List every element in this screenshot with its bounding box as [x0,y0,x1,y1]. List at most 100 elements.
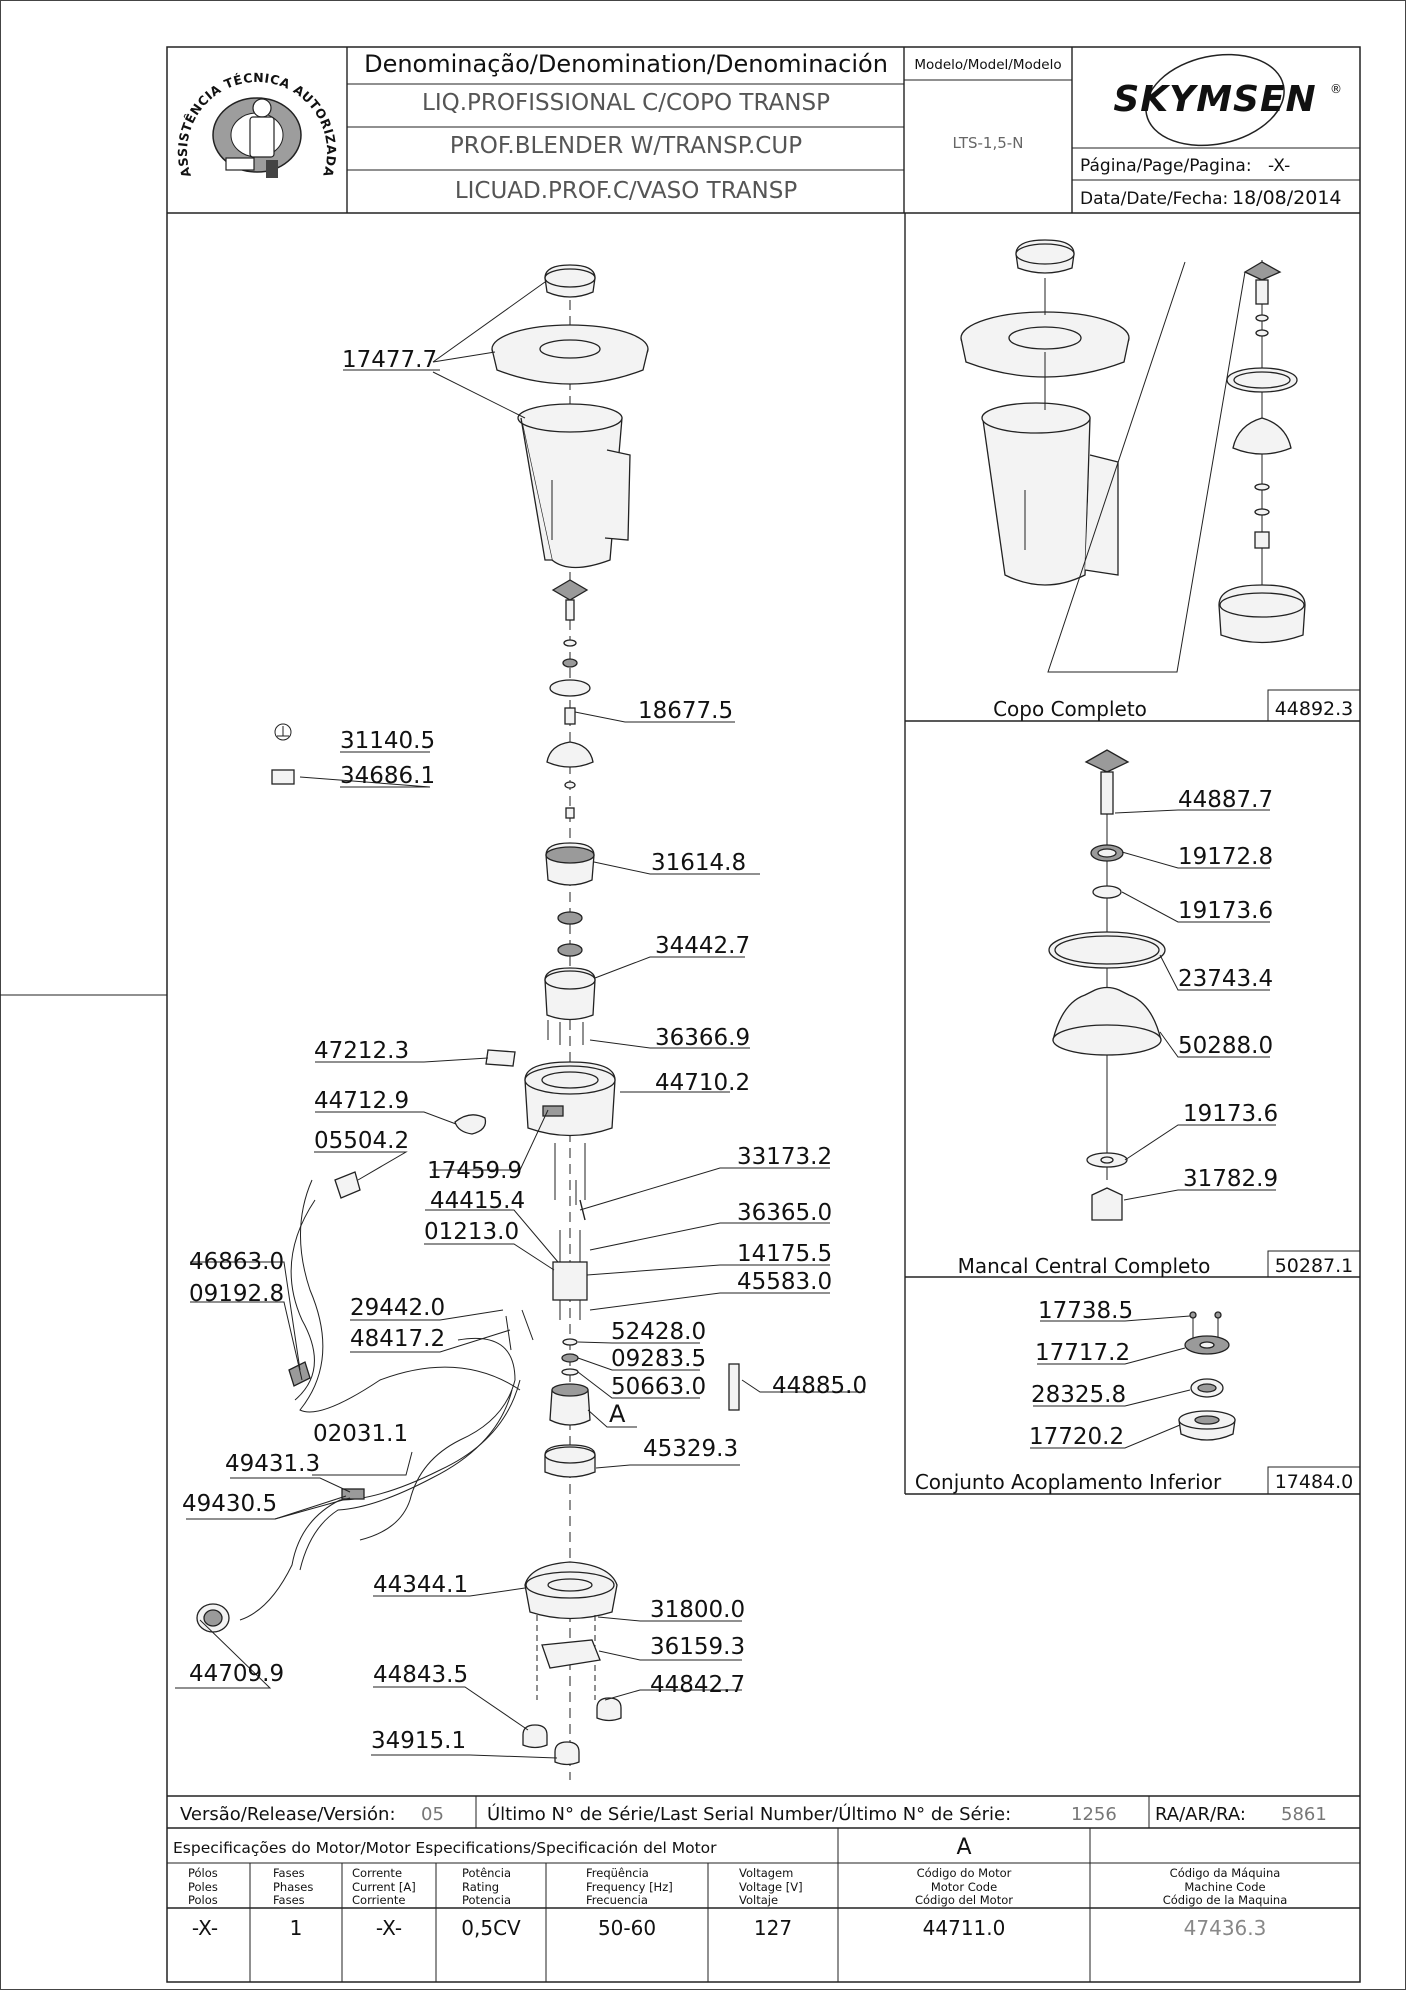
part-label: 48417.2 [350,1326,445,1352]
spec-header: Motor Code [931,1880,997,1894]
model-value: LTS-1,5-N [953,134,1024,152]
part-label: 52428.0 [611,1319,706,1345]
brand-name: SKYMSEN [1113,79,1316,120]
mancal-central-drawing [1048,749,1166,1221]
conjunto-part-label: 17720.2 [1029,1424,1124,1450]
spec-header: Potencia [462,1893,511,1907]
spec-header: Current [A] [352,1880,416,1894]
copo-title: Copo Completo [993,697,1147,721]
part-label: 36159.3 [650,1634,745,1660]
copo-code: 44892.3 [1275,698,1354,720]
part-label: 36365.0 [737,1200,832,1226]
spec-header: Código de la Maquina [1163,1893,1288,1907]
mancal-part-label: 19173.6 [1178,898,1273,924]
conjunto-part-label: 17738.5 [1038,1298,1133,1324]
part-label: 17459.9 [427,1158,522,1184]
part-label: 18677.5 [638,698,733,724]
part-label: 44709.9 [189,1661,284,1687]
motor-spec-table: Especificações do Motor/Motor Especifica… [167,1828,1360,1982]
spec-header: Poles [188,1880,218,1894]
brand-logo: SKYMSEN ® [1113,53,1342,147]
part-label: 44843.5 [373,1662,468,1688]
part-label: 44842.7 [650,1672,745,1698]
ra-label: RA/AR/RA: [1155,1804,1246,1825]
spec-header: Código do Motor [917,1866,1012,1880]
spec-header: Rating [462,1880,499,1894]
part-label: 33173.2 [737,1144,832,1170]
brand-registered-mark: ® [1330,82,1342,96]
mancal-part-label: 50288.0 [1178,1033,1273,1059]
spec-header: Freqüência [586,1866,649,1880]
spec-header: Código da Máquina [1170,1866,1281,1880]
part-label: 09192.8 [189,1281,284,1307]
denomination-title: Denominação/Denomination/Denominación [364,50,888,78]
spec-header: Código del Motor [915,1893,1013,1907]
part-label: 45329.3 [643,1436,738,1462]
main-exploded-drawing [196,264,740,1780]
spec-value: -X- [376,1916,402,1940]
spec-value: 1 [290,1916,303,1940]
date-label: Data/Date/Fecha: [1080,189,1228,209]
authorized-service-seal: ASSISTÊNCIA TÉCNICA AUTORIZADA [175,70,339,179]
spec-header: Polos [188,1893,218,1907]
serial-value: 1256 [1071,1804,1117,1825]
part-label: 01213.0 [424,1219,519,1245]
mancal-title: Mancal Central Completo [958,1254,1211,1278]
motor-spec-title: Especificações do Motor/Motor Especifica… [173,1839,717,1857]
part-label: 47212.3 [314,1038,409,1064]
part-label: 44712.9 [314,1088,409,1114]
part-label: 34915.1 [371,1728,466,1754]
conjunto-title: Conjunto Acoplamento Inferior [915,1470,1222,1494]
part-label: 02031.1 [313,1421,408,1447]
mancal-part-label: 19172.8 [1178,844,1273,870]
part-label: 46863.0 [189,1249,284,1275]
spec-header: Corriente [352,1893,405,1907]
version-value: 05 [421,1804,444,1825]
part-label: 49431.3 [225,1451,320,1477]
main-callout-lines [175,281,865,1759]
release-row: Versão/Release/Versión: 05 Último N° de … [167,1795,1360,1829]
part-label: 29442.0 [350,1295,445,1321]
spec-header: Frecuencia [586,1893,648,1907]
spec-header: Frequency [Hz] [586,1880,673,1894]
part-label: 34686.1 [340,763,435,789]
date-value: 18/08/2014 [1232,187,1342,209]
drawing-frame [166,46,1361,1983]
part-label: 34442.7 [655,933,750,959]
part-label: 05504.2 [314,1128,409,1154]
spec-header: Fases [273,1893,305,1907]
spec-header: Machine Code [1184,1880,1265,1894]
part-label: 14175.5 [737,1241,832,1267]
version-label: Versão/Release/Versión: [180,1804,396,1825]
part-label: 36366.9 [655,1025,750,1051]
conjunto-code: 17484.0 [1275,1471,1354,1493]
machine-code-value: 47436.3 [1184,1916,1267,1940]
mancal-part-label: 19173.6 [1183,1101,1278,1127]
mancal-part-label: 23743.4 [1178,966,1273,992]
conjunto-callouts: 17738.5 17717.2 28325.8 17720.2 [1029,1298,1191,1450]
part-label: 09283.5 [611,1346,706,1372]
mancal-part-label: 44887.7 [1178,787,1273,813]
part-label: 44885.0 [772,1373,867,1399]
page-value: -X- [1268,156,1290,176]
part-label: 17477.7 [342,347,437,373]
part-label: 31140.5 [340,728,435,754]
product-name-en: PROF.BLENDER W/TRANSP.CUP [450,133,802,159]
part-label: 45583.0 [737,1269,832,1295]
spec-header: Voltage [V] [739,1880,803,1894]
spec-header: Voltaje [739,1893,778,1907]
spec-value: -X- [192,1916,218,1940]
main-callout-labels: 17477.7 18677.5 31140.5 34686.1 31614.8 … [182,347,867,1754]
spec-header: Fases [273,1866,305,1880]
part-label: 49430.5 [182,1491,277,1517]
spec-header: Potência [462,1866,511,1880]
spec-value: 127 [754,1916,792,1940]
part-label: 31800.0 [650,1597,745,1623]
spec-header: Pólos [188,1866,218,1880]
model-title: Modelo/Model/Modelo [914,57,1061,73]
serial-label: Último N° de Série/Last Serial Number/Úl… [487,1803,1011,1825]
spec-value: 0,5CV [461,1916,521,1940]
motor-code-value: 44711.0 [923,1916,1006,1940]
motor-marker-label: A [609,1400,626,1428]
